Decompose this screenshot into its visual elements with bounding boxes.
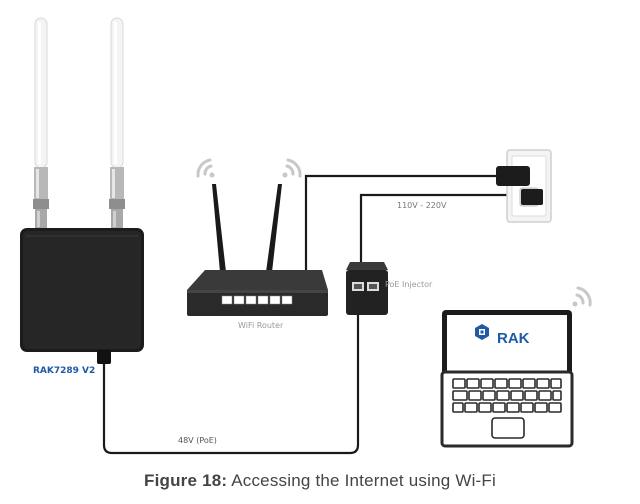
figure-caption: Figure 18: Accessing the Internet using …	[0, 471, 640, 491]
cables	[102, 174, 525, 455]
poe-cable-label: 48V (PoE)	[178, 436, 217, 445]
figure-caption-text: Accessing the Internet using Wi-Fi	[227, 471, 496, 490]
router-label: WiFi Router	[238, 321, 284, 330]
wifi-icon-router-right	[282, 158, 302, 178]
gateway-device	[20, 228, 144, 364]
wall-outlet	[496, 149, 552, 223]
rak-logo-icon	[475, 324, 489, 340]
laptop	[440, 310, 574, 448]
wifi-icon-router-left	[196, 158, 215, 178]
gateway-label: RAK7289 V2	[33, 366, 96, 376]
router-power-cable	[304, 174, 500, 273]
poe-cable	[102, 313, 360, 455]
wifi-router	[187, 184, 328, 316]
wifi-icon-laptop	[572, 286, 592, 307]
laptop-brand-text: RAK	[497, 330, 530, 347]
antenna-left	[33, 17, 49, 229]
poe-injector-label: PoE Injector	[385, 280, 433, 289]
figure-number: Figure 18:	[144, 471, 228, 490]
antenna-right	[109, 17, 125, 229]
poe-injector	[346, 262, 388, 315]
voltage-label: 110V - 220V	[397, 201, 447, 210]
injector-power-cable	[359, 193, 525, 264]
